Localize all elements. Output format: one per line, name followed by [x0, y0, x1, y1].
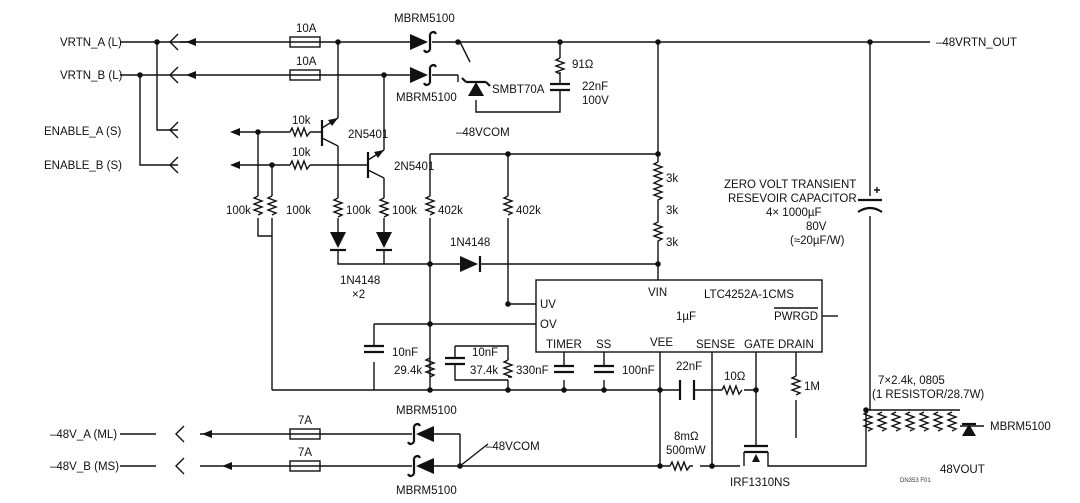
label-diode-bot-a: MBRM5100 [396, 405, 457, 417]
label-mosfet: IRF1310NS [730, 477, 790, 489]
net-vrtn-a: VRTN_A (L) [60, 37, 122, 49]
net-vrtn-b: VRTN_B (L) [60, 70, 123, 82]
junction-dots [137, 39, 873, 469]
label-r10k-b: 10k [292, 147, 311, 159]
label-r37-4k: 37.4k [470, 365, 498, 377]
fuses [289, 36, 321, 472]
label-r100k-4: 100k [392, 205, 417, 217]
ic-ltc4252 [535, 279, 823, 353]
label-x2: ×2 [352, 289, 365, 301]
ic-pin-sense: SENSE [696, 339, 735, 351]
label-r91: 91Ω [572, 59, 594, 71]
ic-pin-vin: VIN [648, 287, 667, 299]
arrow-icon [222, 462, 232, 470]
label-c22n: 22nF [582, 81, 608, 93]
net-m48v-com: –48VCOM [456, 127, 510, 139]
transistors [320, 117, 780, 467]
label-fuse-bot-a: 7A [298, 415, 312, 427]
label-r100k-1: 100k [226, 205, 251, 217]
cap-note-line2: RESEVOIR CAPACITOR [728, 193, 857, 205]
resistors [252, 57, 958, 472]
net-m48v-b: –48V_B (MS) [50, 461, 119, 473]
label-c330nf: 330nF [516, 365, 549, 377]
label-r29-4k: 29.4k [394, 365, 422, 377]
arrow-icon [202, 430, 212, 438]
label-res-array-note: (1 RESISTOR/28.7W) [872, 389, 984, 401]
ic-pin-ss: SS [596, 339, 612, 351]
label-q1: 2N5401 [348, 129, 388, 141]
label-d1n4148: 1N4148 [450, 237, 490, 249]
label-fuse-bot-b: 7A [298, 447, 312, 459]
cap-note-line3: 4× 1000µF [766, 207, 822, 219]
label-d1n4148-x2: 1N4148 [340, 275, 380, 287]
wires [120, 41, 984, 467]
arrow-icon [230, 161, 240, 169]
label-r10k-a: 10k [292, 115, 311, 127]
ic-pin-pwrgd: PWRGD [774, 311, 818, 323]
label-c1uf: 1µF [676, 311, 696, 323]
label-q2: 2N5401 [394, 161, 434, 173]
net-m48v-a: –48V_A (ML) [50, 429, 117, 441]
ic-pin-timer: TIMER [546, 339, 582, 351]
label-c10nf-2: 10nF [472, 347, 498, 359]
net-m48v-out: 48VOUT [940, 464, 985, 476]
net-m48v-com-bottom: –48VCOM [486, 441, 540, 453]
label-r8m-power: 500mW [666, 445, 706, 457]
ic-name: LTC4252A-1CMS [704, 289, 794, 301]
label-r8m: 8mΩ [674, 431, 699, 443]
ic-pin-uv: UV [540, 299, 556, 311]
schottky-diodes [330, 30, 976, 478]
label-diode-top-a: MBRM5100 [394, 13, 455, 25]
label-diode-bot-b: MBRM5100 [396, 485, 457, 497]
label-c100nf: 100nF [622, 365, 655, 377]
ic-pin-vee: VEE [650, 337, 673, 349]
ic-pin-gate: GATE [744, 339, 775, 351]
net-enable-a: ENABLE_A (S) [44, 126, 122, 138]
label-r3k-3: 3k [666, 237, 678, 249]
ic-pin-drain: DRAIN [778, 339, 814, 351]
arrow-icon [186, 71, 196, 79]
label-r3k-1: 3k [666, 173, 678, 185]
figure-id: DN353 F01 [900, 478, 931, 484]
label-c10nf-1: 10nF [392, 347, 418, 359]
label-zener: SMBT70A [492, 84, 545, 96]
label-r10ohm: 10Ω [724, 371, 746, 383]
connector-symbols [169, 33, 240, 475]
label-r3k-2: 3k [666, 205, 678, 217]
label-r100k-3: 100k [346, 205, 371, 217]
cap-note-line1: ZERO VOLT TRANSIENT [724, 179, 856, 191]
net-enable-b: ENABLE_B (S) [44, 160, 122, 172]
net-rtn-out: –48VRTN_OUT [936, 37, 1017, 49]
ic-pin-ov: OV [540, 319, 557, 331]
label-r402k-2: 402k [516, 205, 541, 217]
arrow-icon [186, 38, 196, 46]
label-c22nf-sense: 22nF [676, 361, 702, 373]
label-diode-out: MBRM5100 [990, 421, 1051, 433]
arrow-icon [230, 128, 240, 136]
label-res-array: 7×2.4k, 0805 [878, 375, 945, 387]
label-fuse-top-a: 10A [296, 23, 317, 35]
cap-note-line4: 80V [806, 221, 827, 233]
label-r100k-2: 100k [286, 205, 311, 217]
label-fuse-top-b: 10A [296, 56, 317, 68]
label-diode-top-b: MBRM5100 [396, 92, 457, 104]
label-c22n-voltage: 100V [582, 95, 609, 107]
cap-note-line5: (≈20µF/W) [790, 235, 845, 247]
label-r402k-1: 402k [438, 205, 463, 217]
label-r1m: 1M [804, 381, 820, 393]
